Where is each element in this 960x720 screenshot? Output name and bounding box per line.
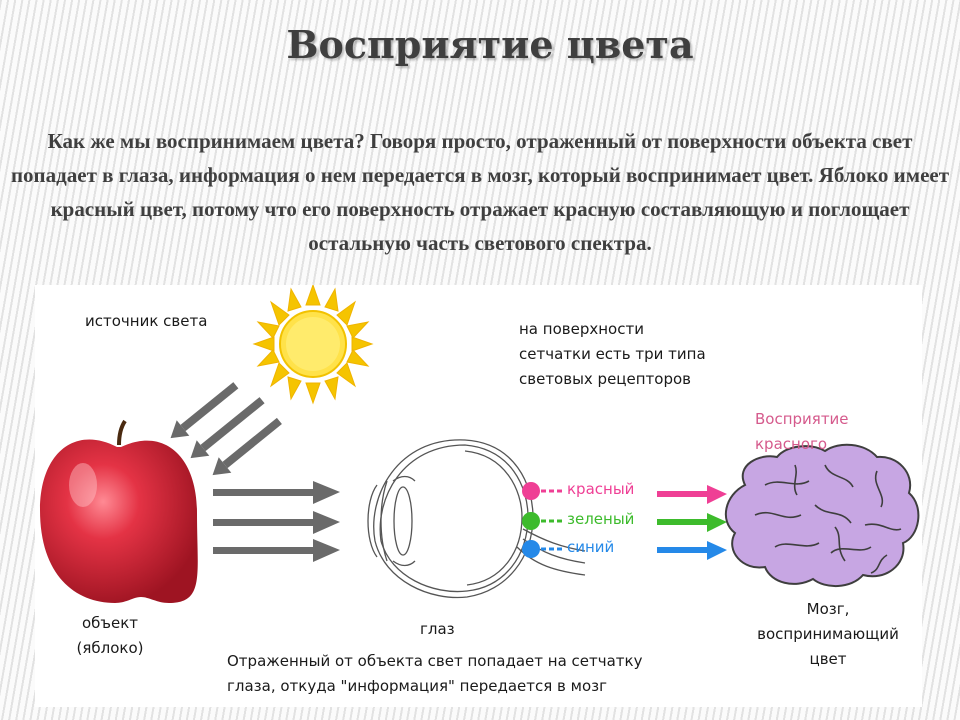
eye-label: глаз: [420, 620, 455, 638]
light-source-label: источник света: [85, 312, 208, 330]
brain-label: Мозг, воспринимающий цвет: [757, 600, 899, 668]
receptors-note: на поверхности сетчатки есть три типа св…: [519, 320, 706, 388]
object-label: объект (яблоко): [76, 614, 144, 657]
receptor-red: [522, 482, 727, 504]
color-perception-diagram: источник света на поверхности сетчатки е…: [35, 285, 922, 707]
apple-icon: [40, 419, 198, 603]
incoming-light-arrows: [170, 382, 282, 476]
diagram-graphics: [40, 285, 920, 603]
eye-icon: [367, 439, 586, 599]
diagram-caption: Отраженный от объекта свет попадает на с…: [227, 652, 643, 695]
receptor-blue: [522, 540, 727, 560]
slide-title: Восприятие цвета: [286, 22, 694, 67]
red-perception-label: Восприятие красного: [755, 410, 849, 453]
reflected-light-arrows: [213, 481, 340, 562]
brain-icon: [725, 443, 920, 587]
receptor-red-label: красный: [567, 480, 635, 498]
receptor-blue-label: синий: [567, 538, 615, 556]
sun-icon: [252, 285, 374, 405]
receptor-green: [522, 512, 727, 532]
receptor-dashes: [541, 489, 563, 551]
intro-paragraph: Как же мы воспринимаем цвета? Говоря про…: [10, 129, 950, 255]
receptor-green-label: зеленый: [567, 510, 635, 528]
